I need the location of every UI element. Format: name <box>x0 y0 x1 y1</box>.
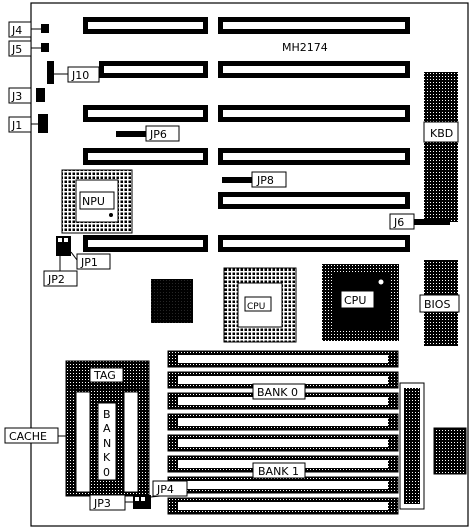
simm-slots <box>167 350 399 515</box>
cache-bank0-letter: A <box>103 422 111 435</box>
jumper-jp6: JP6 <box>116 125 180 142</box>
svg-text:BIOS: BIOS <box>424 298 450 311</box>
bank1-label: BANK 1 <box>252 462 306 479</box>
svg-text:JP1: JP1 <box>80 256 98 269</box>
expansion-slots-right <box>218 17 410 252</box>
keyboard-connector: KBD <box>423 72 459 222</box>
header-j5: J5 <box>8 40 49 57</box>
jumper-jp1: JP1 <box>56 236 111 270</box>
svg-text:JP3: JP3 <box>93 497 111 510</box>
svg-text:JP8: JP8 <box>256 174 274 187</box>
svg-text:BANK 0: BANK 0 <box>257 386 298 399</box>
cpu-large-label: CPU <box>344 294 366 307</box>
svg-text:J6: J6 <box>393 216 404 229</box>
header-j1: J1 <box>8 114 48 133</box>
board-model-label: MH2174 <box>282 41 328 54</box>
cache-bank0-letter: K <box>103 451 111 464</box>
svg-text:BANK 1: BANK 1 <box>258 465 299 478</box>
header-j4: J4 <box>8 21 49 38</box>
header-j10: J10 <box>47 61 100 84</box>
svg-text:J1: J1 <box>11 119 22 132</box>
svg-text:CACHE: CACHE <box>9 430 47 443</box>
svg-text:JP4: JP4 <box>156 483 174 496</box>
jumper-jp4: JP4 <box>152 480 188 497</box>
bios-chip: BIOS <box>419 260 460 346</box>
cache-label: CACHE <box>4 427 66 444</box>
cache-bank0-letter: B <box>103 408 111 421</box>
npu-label: NPU <box>82 195 105 208</box>
svg-text:KBD: KBD <box>430 127 453 140</box>
svg-text:J10: J10 <box>71 69 89 82</box>
jumper-jp2: JP2 <box>43 256 78 287</box>
bank0-label: BANK 0 <box>252 383 306 400</box>
header-j6: J6 <box>389 213 450 230</box>
cache-bank0-letter: N <box>103 437 111 450</box>
svg-text:J4: J4 <box>11 24 22 37</box>
svg-text:J3: J3 <box>11 90 22 103</box>
svg-text:JP6: JP6 <box>149 128 167 141</box>
expansion-slots-left <box>83 17 208 252</box>
svg-text:J5: J5 <box>11 43 22 56</box>
cpu-small-label: CPU <box>247 302 265 312</box>
cpu-socket-small: CPU <box>223 267 297 343</box>
npu-socket: NPU <box>61 169 133 234</box>
jumper-jp3: JP3 <box>89 494 161 511</box>
jumper-jp8: JP8 <box>222 171 287 188</box>
cache-bank0-letter: 0 <box>103 466 110 479</box>
svg-text:TAG: TAG <box>93 369 116 382</box>
header-j3: J3 <box>8 87 45 104</box>
tag-ram: TAG <box>65 360 150 388</box>
cache-ram-chips: B A N K 0 <box>65 387 150 497</box>
svg-text:JP2: JP2 <box>47 273 65 286</box>
power-connector <box>399 382 467 510</box>
cpu-qfp-large: CPU <box>322 264 399 341</box>
